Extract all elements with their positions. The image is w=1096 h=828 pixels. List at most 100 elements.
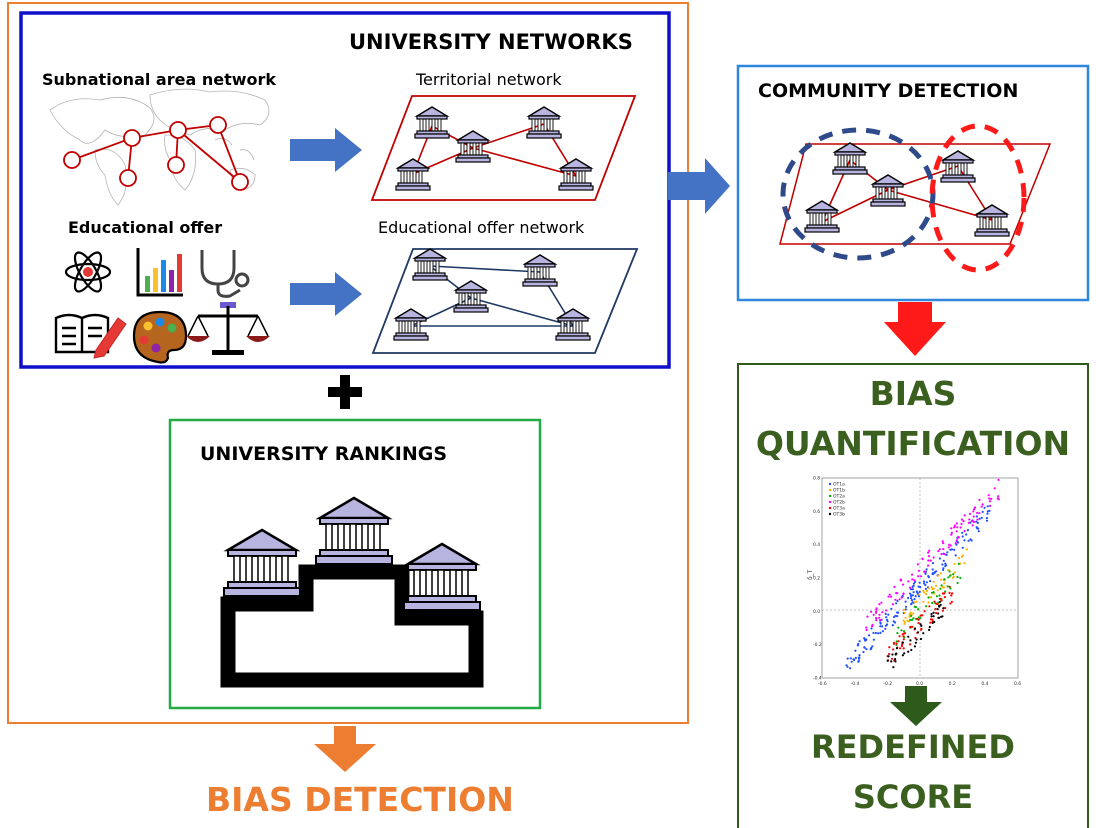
- scatter-point: [865, 628, 868, 632]
- scatter-point: [918, 590, 921, 594]
- scatter-point: [955, 530, 958, 533]
- scatter-point: [887, 655, 890, 658]
- scatter-point: [988, 500, 992, 503]
- atom-icon: [64, 251, 112, 293]
- scatter-point: [910, 599, 914, 602]
- scatter-point: [890, 660, 893, 663]
- scatter-point: [907, 620, 911, 623]
- scatter-point: [941, 540, 944, 543]
- scatter-point: [907, 596, 910, 600]
- scatter-point: [943, 578, 946, 581]
- scatter-point: [927, 596, 930, 599]
- scatter-point: [929, 580, 932, 583]
- scatter-point: [937, 612, 940, 615]
- y-tick-label: 0.0: [813, 609, 820, 615]
- scales-icon: [186, 302, 270, 355]
- scatter-point: [870, 610, 873, 613]
- scatter-point: [925, 589, 929, 593]
- scatter-point: [902, 592, 905, 595]
- y-tick-label: 0.2: [813, 576, 820, 582]
- scatter-point: [975, 520, 978, 523]
- scatter-point: [921, 557, 924, 560]
- scatter-point: [886, 623, 889, 626]
- scatter-point: [967, 539, 970, 542]
- territorial-plane: [370, 95, 637, 201]
- scatter-point: [917, 575, 920, 578]
- legend-label: OT2b: [833, 500, 845, 506]
- scatter-point: [928, 625, 931, 629]
- scatter-point: [927, 555, 931, 558]
- scatter-point: [916, 617, 919, 620]
- scatter-point: [941, 609, 944, 612]
- scatter-point: [907, 580, 910, 583]
- scatter-point: [902, 647, 905, 650]
- scatter-point: [910, 597, 913, 600]
- scatter-point: [977, 530, 980, 533]
- scatter-point: [849, 657, 852, 660]
- scatter-point: [922, 600, 925, 603]
- scatter-point: [965, 533, 968, 536]
- scatter-point: [950, 600, 954, 603]
- scatter-point: [968, 512, 972, 516]
- y-tick-label: 0.4: [813, 542, 820, 548]
- scatter-point: [858, 640, 861, 643]
- scatter-point: [879, 619, 882, 622]
- scatter-point: [937, 574, 940, 577]
- scatter-point: [942, 607, 945, 610]
- scatter-point: [943, 553, 947, 556]
- scatter-point: [908, 586, 912, 589]
- scatter-point: [938, 597, 942, 601]
- educational-network-label: Educational offer network: [378, 218, 585, 237]
- scatter-point: [935, 602, 938, 605]
- scatter-point: [941, 615, 944, 618]
- scatter-point: [881, 630, 885, 633]
- scatter-point: [947, 569, 950, 572]
- scatter-point: [937, 550, 940, 553]
- scatter-point: [892, 641, 896, 644]
- scatter-point: [911, 578, 914, 581]
- scatter-point: [913, 627, 917, 630]
- scatter-point: [939, 572, 943, 575]
- scatter-point: [934, 608, 937, 611]
- scatter-point: [973, 508, 976, 511]
- scatter-point: [972, 515, 975, 518]
- redefined-line1: REDEFINED: [811, 728, 1015, 766]
- scatter-point: [960, 522, 963, 526]
- scatter-point: [894, 598, 897, 601]
- scatter-point: [895, 647, 899, 650]
- bias-quant-line2: QUANTIFICATION: [755, 424, 1071, 463]
- scatter-point: [904, 605, 908, 608]
- scatter-point: [925, 568, 928, 571]
- scatter-point: [938, 557, 942, 560]
- scatter-point: [909, 618, 912, 622]
- scatter-point: [922, 632, 925, 635]
- scatter-point: [920, 628, 923, 631]
- scatter-point: [870, 627, 873, 630]
- scatter-point: [864, 639, 868, 642]
- scatter-point: [955, 539, 958, 542]
- scatter-point: [901, 643, 904, 646]
- scatter-point: [973, 506, 977, 509]
- scatter-point: [931, 572, 935, 575]
- scatter-point: [939, 587, 942, 590]
- scatter-point: [909, 626, 912, 629]
- scatter-point: [980, 505, 983, 508]
- scatter-point: [966, 529, 970, 532]
- scatter-point: [943, 582, 946, 585]
- territorial-uni-1: [414, 106, 450, 139]
- scatter-point: [933, 571, 936, 574]
- scatter-point: [911, 594, 914, 597]
- scatter-point: [885, 616, 888, 619]
- scatter-point: [957, 536, 960, 539]
- scatter-point: [962, 520, 965, 523]
- scatter-point: [971, 524, 974, 527]
- outer-frame: [7, 2, 689, 724]
- scatter-point: [976, 527, 979, 530]
- scatter-point: [970, 539, 973, 542]
- scatter-point: [872, 638, 876, 641]
- scatter-point: [948, 543, 951, 546]
- scatter-point: [887, 613, 890, 616]
- scatter-point: [875, 619, 878, 622]
- scatter-point: [986, 512, 989, 515]
- scatter-point: [985, 517, 989, 520]
